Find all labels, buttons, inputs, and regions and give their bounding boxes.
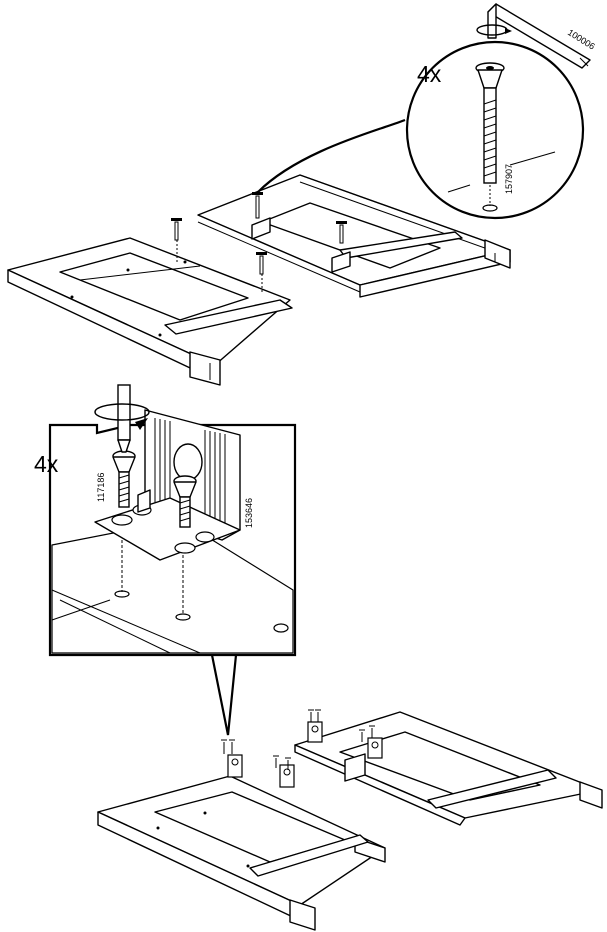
screwdriver-icon: [94, 384, 150, 453]
zoom-callout-step-2: [48, 423, 297, 736]
zoom-callout-step-1: [257, 40, 585, 220]
corner-bracket-icon: [227, 721, 383, 788]
step-2-bracket-code: 153646: [244, 498, 254, 528]
step-2-frame-right: [294, 711, 603, 826]
step-1-frame-right: [197, 174, 511, 298]
step-2-frame-left: [97, 775, 386, 931]
corner-bracket-icon: [94, 409, 241, 561]
screw-icon: [221, 709, 375, 770]
step-1-quantity-label: 4x: [417, 61, 442, 87]
step-1-screw-code: 157907: [504, 164, 514, 194]
screw-icon: [171, 192, 347, 294]
step-1-frame-left: [7, 237, 293, 386]
step-2-quantity-label: 4x: [34, 451, 59, 477]
hex-key-icon: [476, 3, 591, 69]
step-2-screw-code: 117186: [96, 473, 106, 502]
